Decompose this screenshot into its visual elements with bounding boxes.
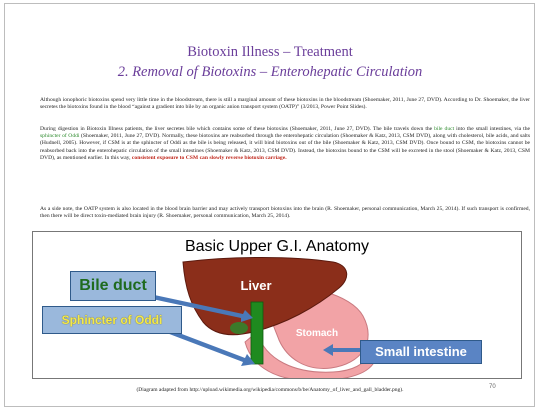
paragraph-2-text-c: (Shoemaker, 2011, June 27, DVD). Normall… [40, 133, 530, 161]
paragraph-2: During digestion in Biotoxin Illness pat… [40, 126, 530, 162]
bile-duct-highlight: bile duct [434, 126, 455, 132]
sphincter-callout: Sphincter of Oddi [42, 306, 182, 334]
gallbladder-shape [230, 322, 248, 334]
page-number: 70 [489, 384, 496, 390]
paragraph-3: As a side note, the OATP system is also … [40, 206, 530, 220]
bile-duct-shape [250, 301, 264, 365]
paragraph-2-text-a: During digestion in Biotoxin Illness pat… [40, 126, 435, 132]
bile-duct-callout: Bile duct [70, 271, 156, 301]
liver-shape [182, 257, 348, 336]
page-subtitle: 2. Removal of Biotoxins – Enterohepatic … [117, 64, 423, 80]
liver-label: Liver [240, 278, 272, 293]
paragraph-2-text-b: into the small intestines, via the [454, 126, 530, 132]
page-title: Biotoxin Illness – Treatment [187, 44, 353, 60]
key-point-highlight: consistent exposure to CSM can slowly re… [131, 154, 287, 161]
stomach-label: Stomach [295, 328, 339, 339]
page-border [4, 3, 535, 407]
paragraph-1: Although ionophoric biotoxins spend very… [40, 97, 530, 111]
figure-title: Basic Upper G.I. Anatomy [184, 238, 370, 255]
sphincter-highlight: sphincter of Oddi [40, 133, 80, 140]
small-intestine-callout: Small intestine [360, 340, 482, 364]
anatomy-figure: Basic Upper G.I. Anatomy Bile duct Liver… [32, 231, 522, 379]
figure-caption: (Diagram adapted from http://upload.wiki… [136, 387, 404, 393]
arrow-small-intestine [323, 344, 367, 356]
